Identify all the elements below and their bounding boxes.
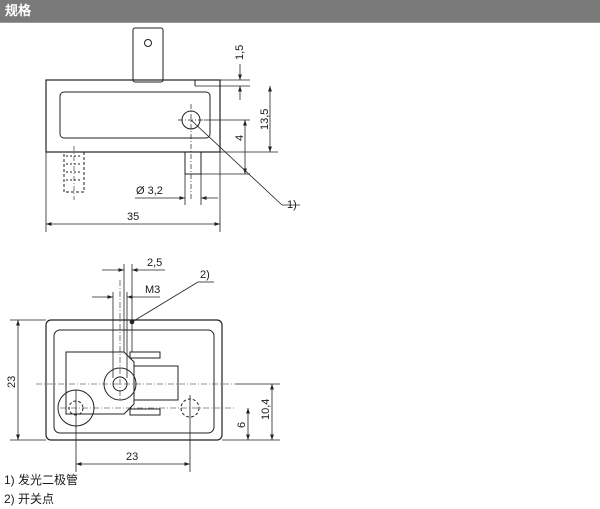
housing-body [45,79,221,153]
dim-13-5: 13,5 [259,109,271,130]
connector-tab [132,27,164,83]
dim-1-5: 1,5 [234,45,246,60]
dim-10-4: 10,4 [260,399,272,420]
side-view-labels: 1,5 13,5 4 Ø 3,2 35 1) [127,45,297,223]
dim-35: 35 [127,211,139,223]
dim-dia-3-2: Ø 3,2 [136,185,163,197]
front-view [10,264,280,472]
dim-m3: M3 [145,284,160,296]
front-view-labels: 2,5 M3 2) 23 23 6 10,4 [6,257,272,463]
tab-hole [144,39,152,47]
screw-stud [63,151,85,193]
legend-item-switch-point: 2) 开关点 [4,492,55,506]
header-rule [0,22,600,23]
led-pin [184,151,202,175]
callout-1: 1) [287,199,297,211]
section-title: 规格 [5,3,32,18]
dim-6: 6 [236,422,248,428]
dim-23-horizontal: 23 [126,451,138,463]
dim-4: 4 [234,135,246,141]
contact-bottom [129,408,161,416]
technical-drawing: 1,5 13,5 4 Ø 3,2 35 1) [6,27,300,472]
led-window [59,91,211,139]
callout-2: 2) [200,269,210,281]
side-view [45,27,300,232]
legend-item-led: 1) 发光二极管 [4,473,79,487]
contact-top [129,351,161,359]
dim-23-vertical: 23 [6,376,18,388]
front-inner [53,329,215,434]
dim-2-5: 2,5 [147,257,162,269]
front-housing [45,319,223,441]
section-header: 规格 [0,0,600,22]
connector-tab-front [133,365,179,401]
